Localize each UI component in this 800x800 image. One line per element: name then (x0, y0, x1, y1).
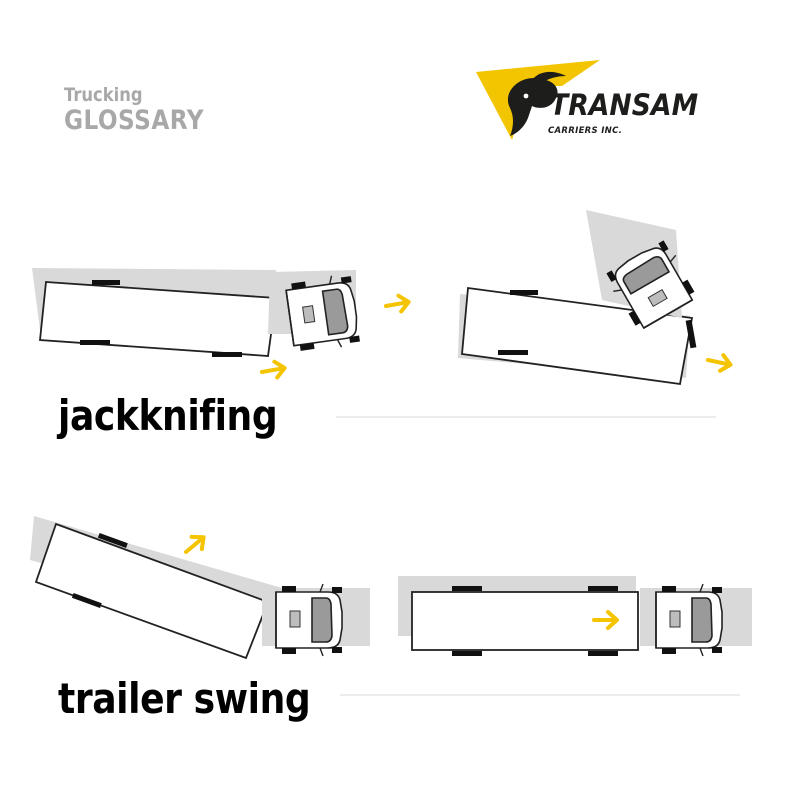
glossary-title: Trucking GLOSSARY (64, 84, 227, 136)
logo-ram-eye (523, 93, 529, 99)
scene-trailer-swing (30, 516, 370, 660)
glossary-title-line2: GLOSSARY (64, 105, 205, 136)
trailer-wheel (80, 340, 110, 345)
glossary-title-line1: Trucking (64, 84, 143, 106)
divider-line (340, 694, 740, 696)
divider-line (336, 416, 716, 418)
trailer-wheel (97, 532, 128, 548)
logo-name: TRANSAM (550, 88, 699, 122)
trailer-wheel (212, 352, 242, 357)
scene-jackknife-folded (458, 210, 735, 386)
trailer-wheel (588, 651, 618, 656)
logo-yellow-wedge (476, 60, 600, 140)
trailer-body (34, 522, 270, 660)
logo-ram-horn (532, 71, 566, 84)
motion-arrow (704, 350, 735, 375)
motion-arrow (178, 529, 211, 561)
trailer-wheel (588, 586, 618, 591)
logo-ram-head (507, 78, 558, 136)
trailer-body (39, 281, 278, 357)
truck-cab (655, 583, 723, 657)
scene-jackknife-start (32, 268, 413, 382)
trailer-wheel (452, 651, 482, 656)
motion-arrow (382, 292, 413, 316)
motion-arrow (258, 358, 289, 382)
trailer-wheel (71, 592, 102, 608)
transam-logo: TRANSAM CARRIERS INC. (476, 56, 716, 146)
trailer-wheel (685, 319, 697, 349)
scene-straight (398, 576, 752, 657)
logo-subtitle: CARRIERS INC. (548, 126, 623, 136)
truck-cab (275, 583, 343, 657)
trailer-wheel (510, 290, 538, 295)
logo-emblem (476, 60, 600, 140)
caption-jackknifing: jackknifing (58, 391, 278, 440)
caption-trailer-swing: trailer swing (58, 674, 311, 723)
trailer-wheel (92, 280, 120, 285)
trailer-wheel (498, 350, 528, 355)
trailer-wheel (452, 586, 482, 591)
